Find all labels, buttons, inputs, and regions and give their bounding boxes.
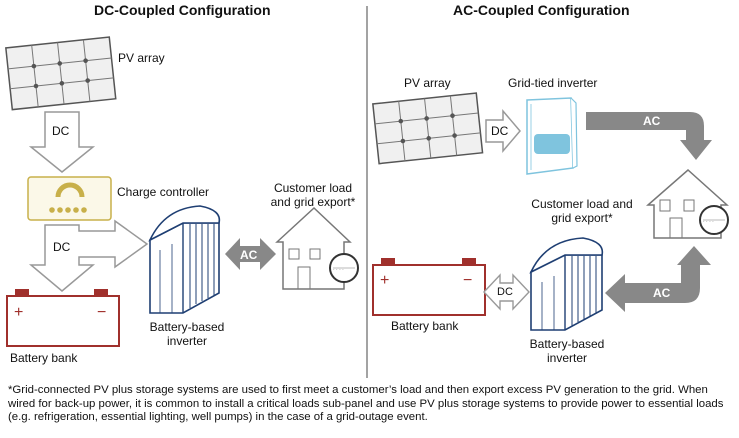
charge-controller-icon	[27, 176, 112, 221]
dc-pv-array-label: PV array	[118, 51, 165, 65]
dc-inverter-line2: inverter	[166, 334, 207, 348]
grid-tied-inverter-icon	[526, 97, 578, 175]
dc-title: DC-Coupled Configuration	[94, 2, 271, 18]
dc-pv-array-icon	[5, 36, 117, 111]
ac-arrow-house-to-inverter	[605, 246, 711, 312]
ac-meter-text: · · · ·	[703, 219, 714, 225]
footnote: *Grid-connected PV plus storage systems …	[8, 384, 724, 424]
ac-dc-arrow-pv-to-inverter	[485, 108, 521, 154]
dc-ac-double-arrow	[225, 238, 276, 270]
svg-text:−: −	[97, 304, 106, 321]
ac-arrow-inverter-to-house	[586, 112, 712, 160]
charge-controller-label: Charge controller	[117, 185, 210, 199]
svg-text:+: +	[380, 272, 389, 289]
dc-customer-load-label: Customer load and grid export*	[264, 181, 362, 209]
dc-arrow-controller-split	[28, 219, 149, 292]
dc-inverter-line1: Battery-based	[149, 320, 225, 334]
dc-battery-inverter-icon	[148, 205, 221, 314]
dc-meter-text: · · · ·	[333, 267, 344, 273]
dc-customer-load-line1: Customer load	[273, 181, 353, 195]
ac-dc-arrow-label-2: DC	[497, 286, 513, 298]
ac-pv-array-icon	[372, 92, 484, 165]
dc-inverter-label: Battery-based inverter	[147, 320, 227, 348]
ac-ac-label-top: AC	[643, 114, 661, 128]
dc-ac-label: AC	[240, 248, 258, 262]
svg-text:+: +	[14, 304, 23, 321]
grid-tied-inverter-label: Grid-tied inverter	[508, 76, 598, 90]
ac-customer-load-line2: grid export*	[551, 211, 613, 225]
ac-title: AC-Coupled Configuration	[453, 2, 630, 18]
svg-text:−: −	[463, 272, 472, 289]
ac-customer-load-label: Customer load and grid export*	[524, 197, 640, 225]
ac-inverter-line2: inverter	[546, 351, 587, 365]
dc-arrow-pv-to-controller	[28, 111, 96, 173]
ac-battery-bank-label: Battery bank	[391, 319, 459, 333]
ac-ac-label-bottom: AC	[653, 286, 671, 300]
dc-battery-bank-icon: + −	[6, 289, 120, 347]
dc-arrow-label-1: DC	[52, 124, 70, 138]
ac-pv-array-label: PV array	[404, 76, 451, 90]
dc-customer-load-line2: and grid export*	[270, 195, 356, 209]
ac-meter-icon	[699, 205, 729, 235]
ac-customer-load-line1: Customer load and	[531, 197, 633, 211]
ac-inverter-line1: Battery-based	[529, 337, 605, 351]
ac-battery-bank-icon: + −	[372, 258, 486, 316]
ac-dc-double-arrow	[483, 273, 530, 311]
ac-battery-inverter-icon	[529, 237, 604, 331]
ac-inverter-label: Battery-based inverter	[527, 337, 607, 365]
dc-arrow-label-2: DC	[53, 240, 71, 254]
dc-meter-icon	[329, 253, 359, 283]
ac-dc-arrow-label-1: DC	[491, 124, 509, 138]
dc-battery-bank-label: Battery bank	[10, 351, 78, 365]
